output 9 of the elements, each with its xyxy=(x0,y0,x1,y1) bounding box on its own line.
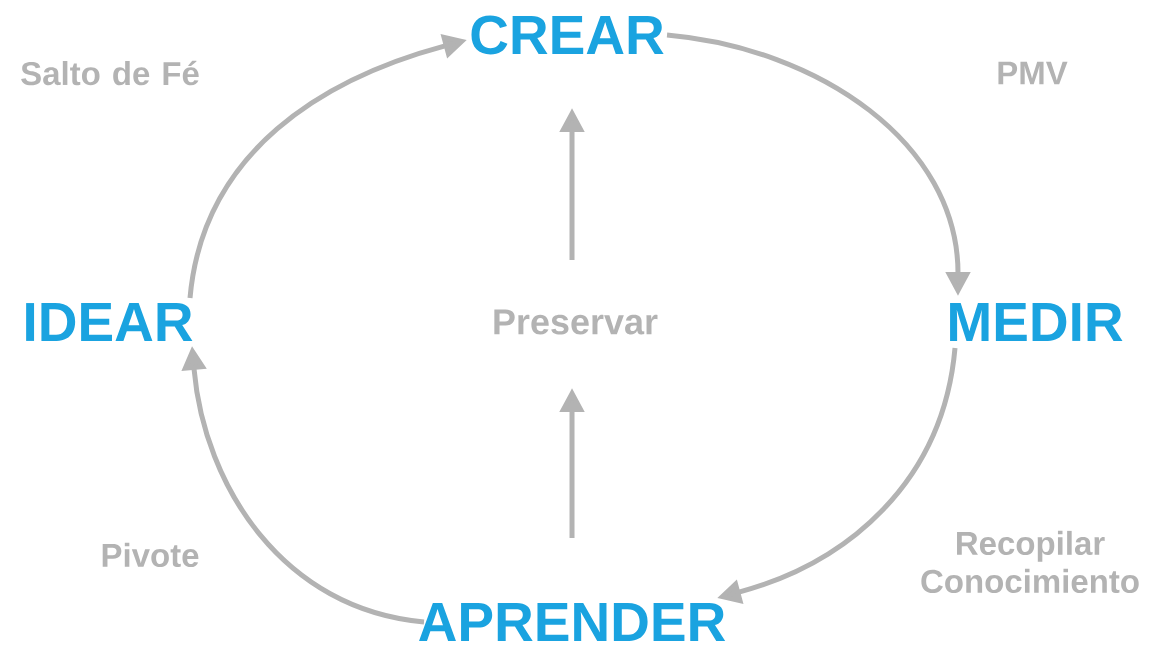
phase-label: IDEAR xyxy=(26,303,193,341)
edge-label: Salto de Fé xyxy=(21,60,199,86)
edge-label: Recopilar Conocimiento xyxy=(921,530,1139,594)
center-label: Preservar xyxy=(494,309,658,335)
phase-label: APRENDER xyxy=(419,603,726,641)
phase-label: CREAR xyxy=(471,15,664,55)
edge-label: Pivote xyxy=(102,542,199,568)
edge-label: PMV xyxy=(998,61,1068,85)
phase-label: MEDIR xyxy=(950,303,1123,341)
